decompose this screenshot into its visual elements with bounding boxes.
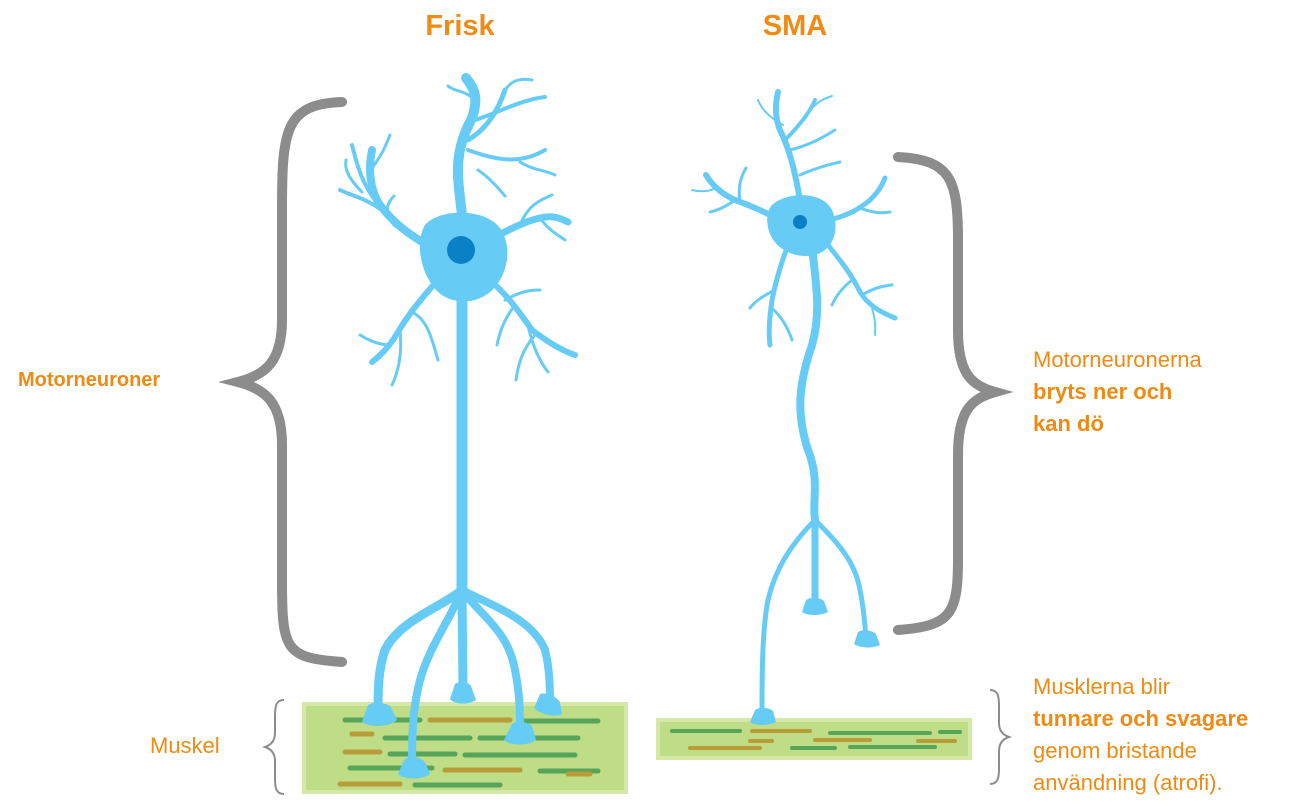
atrophied-muscle: [658, 720, 970, 758]
muscle-label: Muskel: [150, 733, 220, 759]
sma-neuron-note-line3: kan dö: [1033, 408, 1202, 440]
sma-neuron-nucleus: [793, 215, 807, 229]
degenerating-neuron-bracket: [898, 157, 995, 630]
sma-motor-neuron: [692, 92, 895, 712]
healthy-motor-neuron: [340, 78, 575, 770]
healthy-muscle: [304, 704, 626, 792]
sma-muscle-note-line1: Musklerna blir: [1033, 671, 1248, 703]
sma-neuron-note-line1: Motorneuronerna: [1033, 344, 1202, 376]
sma-muscle-note-line4: användning (atrofi).: [1033, 767, 1248, 799]
atrophied-muscle-bracket: [990, 690, 1009, 784]
sma-muscle-note-line2: tunnare och svagare: [1033, 703, 1248, 735]
healthy-title: Frisk: [385, 10, 535, 43]
sma-muscle-note-line3: genom bristande: [1033, 735, 1248, 767]
sma-title: SMA: [720, 10, 870, 43]
healthy-muscle-bracket: [265, 700, 284, 794]
sma-muscle-note: Musklerna blir tunnare och svagare genom…: [1033, 671, 1248, 799]
motor-neuron-bracket: [238, 102, 342, 662]
sma-neuron-note-line2: bryts ner och: [1033, 376, 1202, 408]
sma-neuron-note: Motorneuronerna bryts ner och kan dö: [1033, 344, 1202, 440]
motor-neurons-label: Motorneuroner: [18, 369, 160, 392]
healthy-neuron-nucleus: [447, 236, 475, 264]
